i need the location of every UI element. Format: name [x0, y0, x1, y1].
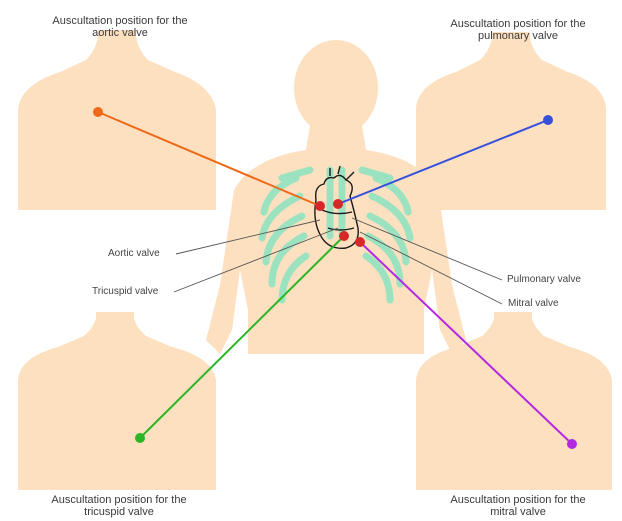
aortic-valve-point [315, 201, 325, 211]
label-aortic-valve: Aortic valve [108, 248, 160, 260]
mitral-valve-point [355, 237, 365, 247]
mitral-position-marker [567, 439, 577, 449]
caption-aortic: Auscultation position for the aortic val… [20, 15, 220, 39]
torso-bottom-left [18, 312, 216, 490]
pulmonary-valve-point [333, 199, 343, 209]
tricuspid-position-marker [135, 433, 145, 443]
tricuspid-valve-point [339, 231, 349, 241]
caption-mitral: Auscultation position for the mitral val… [418, 494, 618, 518]
caption-tricuspid: Auscultation position for the tricuspid … [14, 494, 224, 518]
label-mitral-valve: Mitral valve [508, 298, 559, 310]
caption-pulmonary: Auscultation position for the pulmonary … [418, 18, 618, 42]
torso-top-right [416, 32, 606, 210]
pulmonary-position-marker [543, 115, 553, 125]
label-tricuspid-valve: Tricuspid valve [92, 286, 158, 298]
aortic-position-marker [93, 107, 103, 117]
label-pulmonary-valve: Pulmonary valve [507, 274, 581, 286]
